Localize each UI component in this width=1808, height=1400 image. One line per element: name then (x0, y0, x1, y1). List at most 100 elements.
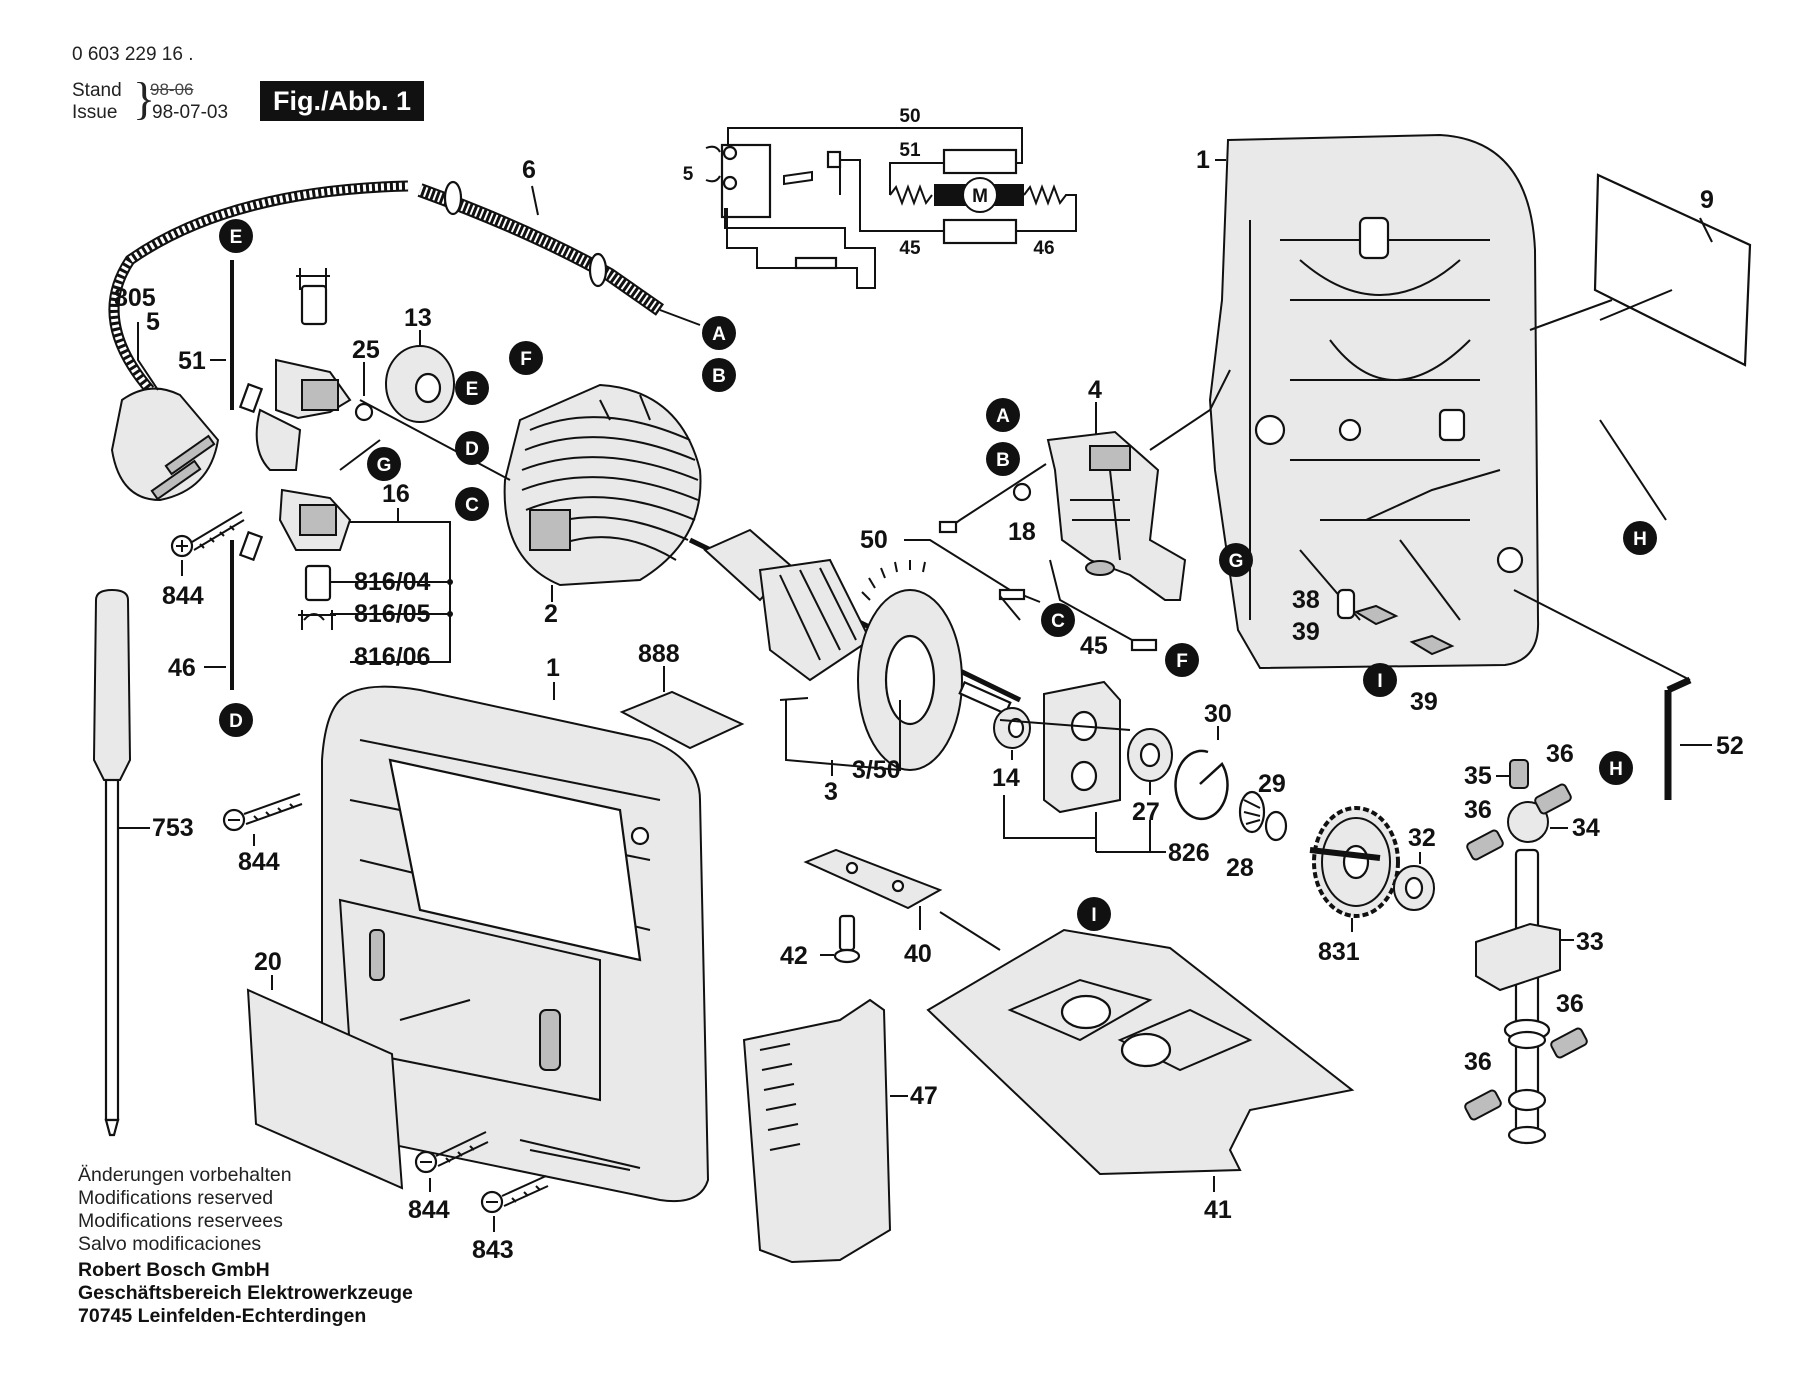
nameplate-9 (1593, 173, 1752, 367)
connector-b-cable-letter: B (712, 366, 726, 387)
connector-d-bottom (219, 703, 253, 737)
part-27: 27 (1132, 798, 1160, 826)
connector-d-field-letter: D (465, 439, 479, 460)
connector-f-field-letter: F (520, 349, 532, 370)
connector-a-switch (986, 398, 1020, 432)
plate-40 (803, 848, 943, 910)
connector-b-cable (702, 358, 736, 392)
roller-36-c (1550, 1027, 1588, 1059)
connector-h-plunger-letter: H (1609, 759, 1623, 780)
connector-e-field (455, 371, 489, 405)
connector-h-housing (1623, 521, 1657, 555)
housing-left-half (321, 685, 710, 1202)
connector-a-cable-letter: A (712, 324, 726, 345)
part-816-05: 816/05 (354, 600, 431, 628)
part-51: 51 (178, 347, 206, 375)
document-number: 0 603 229 16 . (72, 44, 194, 65)
resistor-46 (942, 218, 1018, 245)
connector-c-field (455, 487, 489, 521)
connector-h-plunger (1599, 751, 1633, 785)
part-5: 5 (146, 308, 160, 336)
notice-es: Salvo modificaciones (78, 1233, 262, 1255)
connector-i-housing-letter: I (1377, 671, 1382, 692)
connector-c-switch (1041, 603, 1075, 637)
part-29: 29 (1258, 770, 1286, 798)
notice-fr: Modifications reservees (78, 1210, 283, 1232)
guard-47 (742, 998, 892, 1264)
wiring-label-51: 51 (899, 140, 921, 161)
connector-d-field (455, 431, 489, 465)
connector-b-switch-letter: B (996, 450, 1010, 471)
connector-f-switch-letter: F (1176, 651, 1188, 672)
figure-label-badge: Fig./Abb. 1 (260, 81, 424, 121)
part-3: 3 (824, 778, 838, 806)
part-888: 888 (638, 640, 680, 668)
part-16: 16 (382, 480, 410, 508)
roller-36-a (1534, 783, 1572, 815)
gear-831 (1309, 806, 1400, 918)
connector-c-field-letter: C (465, 495, 479, 516)
part-844-b: 844 (238, 848, 280, 876)
issue-date: 98-07-03 (152, 102, 229, 123)
part-14: 14 (992, 764, 1020, 792)
connector-e-top (219, 219, 253, 253)
connector-h-housing-letter: H (1633, 529, 1647, 550)
connector-f-switch (1165, 643, 1199, 677)
part-844-a: 844 (162, 582, 204, 610)
part-3-50: 3/50 (852, 756, 901, 784)
part-36-b: 36 (1464, 796, 1492, 824)
part-34: 34 (1572, 814, 1600, 842)
part-40: 40 (904, 940, 932, 968)
screw-42 (838, 914, 856, 952)
part-6: 6 (522, 156, 536, 184)
part-843: 843 (472, 1236, 514, 1264)
screw-843 (480, 1175, 549, 1214)
part-826: 826 (1168, 839, 1210, 867)
part-32: 32 (1408, 824, 1436, 852)
roller-35 (1509, 759, 1529, 789)
part-47: 47 (910, 1082, 938, 1110)
part-33: 33 (1576, 928, 1604, 956)
resistor-51 (942, 148, 1018, 175)
wiring-label-45: 45 (899, 238, 921, 259)
part-39-b: 39 (1410, 688, 1438, 716)
wiring-label-50: 50 (899, 106, 920, 127)
notice-de: Änderungen vorbehalten (78, 1164, 292, 1186)
connector-d-bottom-letter: D (229, 711, 243, 732)
screw-844-bottom (414, 1131, 489, 1174)
part-41: 41 (1204, 1196, 1232, 1224)
part-30: 30 (1204, 700, 1232, 728)
plunger-33 (1475, 848, 1561, 1145)
part-18: 18 (1008, 518, 1036, 546)
washer-29 (1264, 810, 1288, 842)
part-805: 805 (114, 284, 156, 312)
armature-3 (688, 528, 1022, 771)
motor-symbol (962, 177, 998, 213)
switch-assembly-4 (1046, 430, 1187, 601)
part-36-a: 36 (1546, 740, 1574, 768)
ball-34 (1507, 801, 1549, 843)
label-888 (619, 690, 745, 750)
connector-g-housing-letter: G (1229, 551, 1244, 572)
motor-letter: M (972, 186, 988, 207)
connector-i-housing (1363, 663, 1397, 697)
needle-cage-28 (1238, 790, 1266, 834)
stud-38 (1336, 588, 1356, 620)
part-816-06: 816/06 (354, 643, 430, 671)
connector-g-brush (367, 447, 401, 481)
stand-label: Stand (72, 80, 122, 101)
brush-holder-area (255, 268, 352, 630)
part-1-left: 1 (546, 654, 560, 682)
connector-b-switch (986, 442, 1020, 476)
part-20: 20 (254, 948, 282, 976)
connector-i-base (1077, 897, 1111, 931)
part-9: 9 (1700, 186, 1714, 214)
screw-844-mid (222, 793, 303, 832)
old-date-struck: 98-06 (150, 80, 194, 99)
connector-g-brush-letter: G (377, 455, 392, 476)
connector-g-housing (1219, 543, 1253, 577)
part-753: 753 (152, 814, 194, 842)
connector-markers: E D A B F E D C G A B C F G (219, 219, 1657, 931)
bearing-plate (1043, 680, 1121, 814)
